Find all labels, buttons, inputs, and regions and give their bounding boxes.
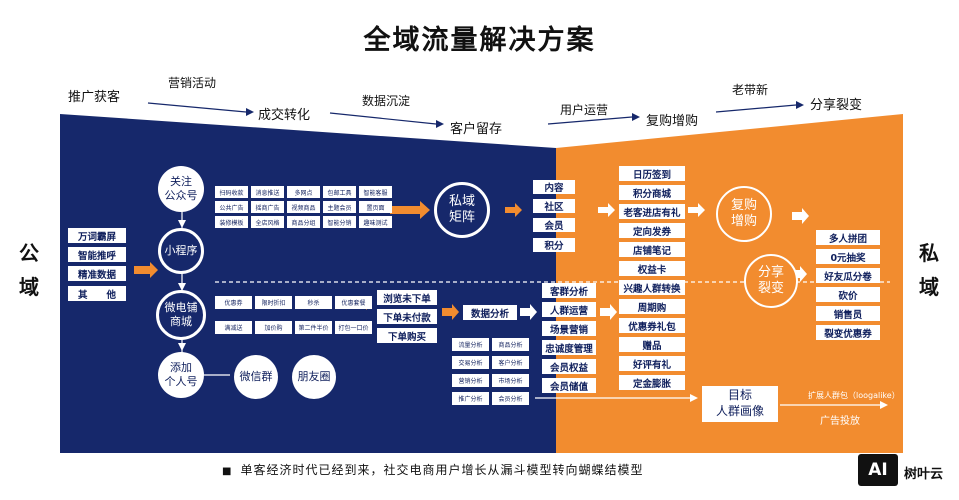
expand-audience-label: 扩展人群包（loogalike） [808, 391, 900, 400]
target-audience-box: 目标 人群画像 [702, 386, 778, 422]
operation-item: 客群分析 [542, 283, 596, 298]
tool-item: 日历签到 [619, 166, 685, 181]
stage-label: 复购增购 [646, 114, 699, 129]
order-state: 下单未付款 [377, 309, 437, 324]
tool-item: 赠品 [619, 337, 685, 352]
left-list-item: 其 他 [68, 286, 126, 301]
tool-item: 店铺笔记 [619, 242, 685, 257]
feature-cell: 主题会员 [323, 201, 356, 213]
left-list-item: 精准数据 [68, 266, 126, 281]
analysis-cell: 营销分析 [452, 374, 489, 387]
store-feature-cell: 秒杀 [295, 296, 332, 309]
feature-cell: 置页面 [359, 201, 392, 213]
feature-cell: 趣味测试 [359, 216, 392, 228]
tool-item: 兴趣人群转换 [619, 280, 685, 295]
store-feature-cell: 优惠券 [215, 296, 252, 309]
fission-item: 0元抽奖 [816, 249, 880, 264]
mini-program-node: 小程序 [158, 228, 204, 274]
fission-item: 多人拼团 [816, 230, 880, 245]
analysis-cell: 客户分析 [492, 356, 529, 369]
tool-item: 定金膨胀 [619, 375, 685, 390]
analysis-cell: 市场分析 [492, 374, 529, 387]
stage-label: 推广获客 [68, 90, 121, 105]
feature-cell: 全店风格 [251, 216, 284, 228]
wechat-group-node: 微信群 [234, 355, 278, 399]
share-fission-node: 分享 裂变 [744, 254, 798, 308]
store-feature-cell: 第二件半价 [295, 321, 332, 334]
analysis-cell: 会员分析 [492, 392, 529, 405]
store-feature-cell: 限时折扣 [255, 296, 292, 309]
feature-cell: 消息推送 [251, 186, 284, 198]
tool-item: 定向发券 [619, 223, 685, 238]
store-feature-cell: 打包一口价 [335, 321, 372, 334]
micro-store-node: 微电铺 商城 [156, 290, 206, 340]
feature-cell: 视频商品 [287, 201, 320, 213]
tool-item: 老客进店有礼 [619, 204, 685, 219]
operation-item: 场景营销 [542, 321, 596, 336]
bottom-caption: ■单客经济时代已经到来，社交电商用户增长从漏斗模型转向蝴蝶结模型 [222, 463, 644, 477]
tool-item: 权益卡 [619, 261, 685, 276]
page-title: 全域流量解决方案 [363, 25, 596, 56]
operation-item: 会员权益 [542, 359, 596, 374]
bullet-icon: ■ [222, 466, 233, 477]
feature-cell: 包邮工具 [323, 186, 356, 198]
public-domain-label: 公域 [19, 241, 39, 299]
official-account-node: 关注 公众号 [158, 166, 204, 212]
operation-item: 忠诚度管理 [542, 340, 596, 355]
stage-label: 数据沉淀 [362, 94, 411, 108]
tool-item: 好评有礼 [619, 356, 685, 371]
stage-label: 分享裂变 [810, 98, 863, 113]
fission-item: 砍价 [816, 287, 880, 302]
stage-label: 老带新 [732, 83, 769, 97]
repurchase-node: 复购 增购 [716, 186, 772, 242]
private-item: 内容 [533, 180, 575, 194]
private-domain-label: 私域 [919, 241, 939, 299]
feature-cell: 多网点 [287, 186, 320, 198]
stage-label: 客户留存 [450, 122, 503, 137]
private-item: 社区 [533, 199, 575, 213]
fission-item: 好友瓜分卷 [816, 268, 880, 283]
analysis-cell: 流量分析 [452, 338, 489, 351]
feature-cell: 商品分组 [287, 216, 320, 228]
stage-label: 营销活动 [168, 76, 217, 90]
brand-logo-mark: AI [858, 454, 898, 486]
personal-account-node: 添加 个人号 [158, 352, 204, 398]
analysis-cell: 推广分析 [452, 392, 489, 405]
ad-placement-label: 广告投放 [820, 416, 860, 427]
order-state: 下单购买 [377, 328, 437, 343]
fission-item: 裂变优惠券 [816, 325, 880, 340]
moments-node: 朋友圈 [292, 355, 336, 399]
stage-label: 用户运营 [560, 103, 609, 117]
store-feature-cell: 加价购 [255, 321, 292, 334]
feature-cell: 装修模板 [215, 216, 248, 228]
left-list-item: 万词霸屏 [68, 228, 126, 243]
tool-item: 优惠券礼包 [619, 318, 685, 333]
tool-item: 周期购 [619, 299, 685, 314]
store-feature-cell: 满减送 [215, 321, 252, 334]
private-matrix-node: 私域 矩阵 [434, 182, 490, 238]
brand-name: 树叶云 [904, 467, 944, 482]
left-list-item: 智能推呼 [68, 247, 126, 262]
fission-item: 销售员 [816, 306, 880, 321]
analysis-cell: 商品分析 [492, 338, 529, 351]
order-state: 浏览未下单 [377, 290, 437, 305]
feature-cell: 公共广告 [215, 201, 248, 213]
operation-item: 会员储值 [542, 378, 596, 393]
store-feature-cell: 优惠套餐 [335, 296, 372, 309]
feature-cell: 智能分销 [323, 216, 356, 228]
feature-cell: 扫码收款 [215, 186, 248, 198]
tool-item: 积分商城 [619, 185, 685, 200]
analysis-cell: 交易分析 [452, 356, 489, 369]
private-item: 会员 [533, 218, 575, 232]
private-item: 积分 [533, 238, 575, 252]
feature-cell: 摇商广告 [251, 201, 284, 213]
operation-item: 人群运营 [542, 302, 596, 317]
data-analysis-box: 数据分析 [463, 305, 517, 320]
feature-cell: 智能客服 [359, 186, 392, 198]
stage-label: 成交转化 [258, 108, 311, 123]
